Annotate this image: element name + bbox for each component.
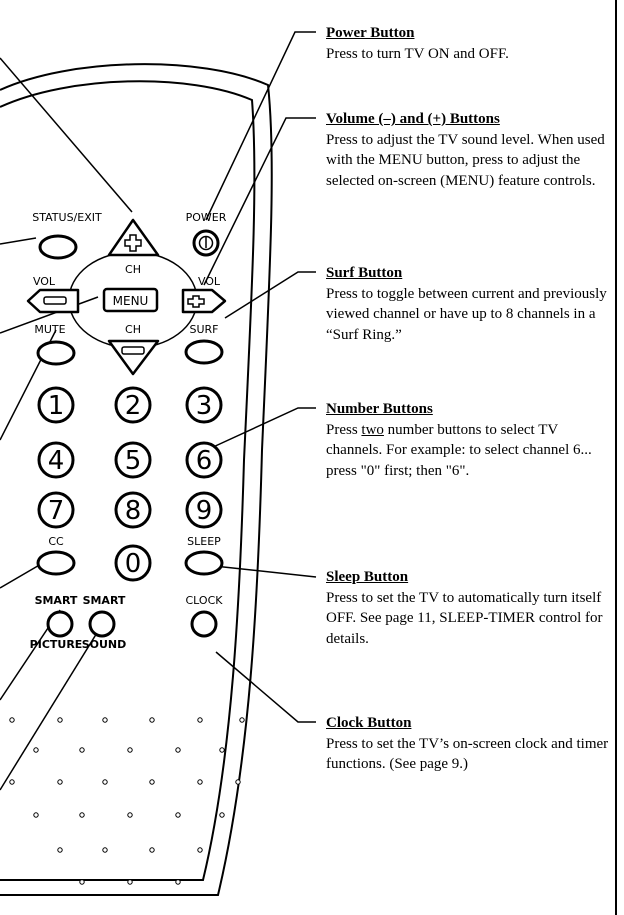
channel-up-label: CH	[125, 263, 141, 276]
minus-icon	[43, 296, 67, 305]
callout-line-power	[205, 31, 316, 221]
svg-text:9: 9	[196, 496, 213, 526]
smart-picture-label-top: SMART	[35, 594, 78, 607]
svg-text:5: 5	[125, 446, 142, 476]
volume-down-button[interactable]	[26, 288, 80, 314]
plus-icon	[187, 295, 205, 308]
volume-down-label: VOL	[33, 275, 56, 288]
sleep-heading: Sleep Button	[326, 569, 409, 585]
volume-text: Press to adjust the TV sound level. When…	[326, 131, 605, 189]
channel-down-label: CH	[125, 323, 141, 336]
callout-line-volume	[203, 117, 316, 286]
svg-text:3: 3	[196, 391, 213, 421]
speaker-grille	[9, 717, 245, 885]
number-button-2[interactable]: 2	[114, 386, 152, 424]
svg-text:2: 2	[125, 391, 142, 421]
clock-description: Clock Button Press to set the TV’s on-sc…	[326, 713, 616, 775]
callout-line-surf	[224, 271, 316, 319]
number-button-7[interactable]: 7	[37, 491, 75, 529]
plus-icon	[124, 234, 142, 252]
sleep-label: SLEEP	[187, 535, 221, 548]
number-button-4[interactable]: 4	[37, 441, 75, 479]
smart-sound-button[interactable]	[88, 610, 116, 638]
page-border	[615, 0, 617, 915]
callout-line-left-7	[0, 614, 109, 791]
smart-sound-label-top: SMART	[83, 594, 126, 607]
svg-text:1: 1	[48, 391, 65, 421]
number-heading: Number Buttons	[326, 401, 433, 417]
svg-text:8: 8	[125, 496, 142, 526]
number-button-3[interactable]: 3	[185, 386, 223, 424]
cc-label: CC	[48, 535, 64, 548]
minus-icon	[121, 346, 145, 355]
callout-line-left-1	[0, 57, 133, 213]
power-description: Power Button Press to turn TV ON and OFF…	[326, 23, 616, 64]
clock-button[interactable]	[190, 610, 218, 638]
menu-label: MENU	[113, 294, 149, 308]
sleep-button[interactable]	[184, 550, 224, 576]
number-description: Number Buttons Press two number buttons …	[326, 399, 616, 481]
volume-description: Volume (–) and (+) Buttons Press to adju…	[326, 109, 616, 191]
number-button-1[interactable]: 1	[37, 386, 75, 424]
volume-heading: Volume (–) and (+) Buttons	[326, 111, 500, 127]
smart-picture-label-bottom: PICTURE	[30, 638, 83, 651]
volume-up-label: VOL	[198, 275, 221, 288]
clock-label: CLOCK	[186, 594, 224, 607]
cc-button[interactable]	[36, 550, 76, 576]
mute-label: MUTE	[34, 323, 65, 336]
remote-body	[0, 63, 273, 896]
sleep-text: Press to set the TV to automatically tur…	[326, 589, 603, 647]
callout-line-left-2	[0, 237, 37, 245]
surf-description: Surf Button Press to toggle between curr…	[326, 263, 616, 345]
svg-text:4: 4	[48, 446, 65, 476]
svg-text:7: 7	[48, 496, 65, 526]
clock-heading: Clock Button	[326, 715, 412, 731]
channel-up-button[interactable]	[107, 218, 160, 257]
power-label: POWER	[186, 211, 227, 224]
channel-down-button[interactable]	[107, 339, 160, 376]
surf-heading: Surf Button	[326, 265, 403, 281]
menu-button[interactable]: MENU	[102, 287, 159, 313]
power-heading: Power Button	[326, 25, 415, 41]
number-button-0[interactable]: 0	[114, 544, 152, 582]
volume-up-button[interactable]	[181, 288, 227, 314]
status-exit-button[interactable]	[38, 234, 78, 260]
callout-line-number	[210, 407, 316, 449]
callout-line-clock	[215, 651, 316, 723]
callout-line-sleep	[204, 564, 317, 578]
clock-text: Press to set the TV’s on-screen clock an…	[326, 735, 609, 773]
surf-label: SURF	[189, 323, 218, 336]
surf-button[interactable]	[184, 339, 224, 365]
svg-text:6: 6	[196, 446, 213, 476]
number-text: Press two number buttons to select TV ch…	[326, 421, 592, 479]
mute-button[interactable]	[36, 340, 76, 366]
power-button[interactable]	[192, 229, 220, 257]
number-button-5[interactable]: 5	[114, 441, 152, 479]
smart-sound-label-bottom: SOUND	[82, 638, 127, 651]
number-button-9[interactable]: 9	[185, 491, 223, 529]
number-button-8[interactable]: 8	[114, 491, 152, 529]
number-button-6[interactable]: 6	[185, 441, 223, 479]
svg-text:0: 0	[125, 549, 142, 579]
surf-text: Press to toggle between current and prev…	[326, 285, 607, 343]
callout-line-left-3	[0, 296, 99, 334]
power-text: Press to turn TV ON and OFF.	[326, 45, 509, 62]
status-exit-label: STATUS/EXIT	[32, 211, 102, 224]
sleep-description: Sleep Button Press to set the TV to auto…	[326, 567, 616, 649]
smart-picture-button[interactable]	[46, 610, 74, 638]
